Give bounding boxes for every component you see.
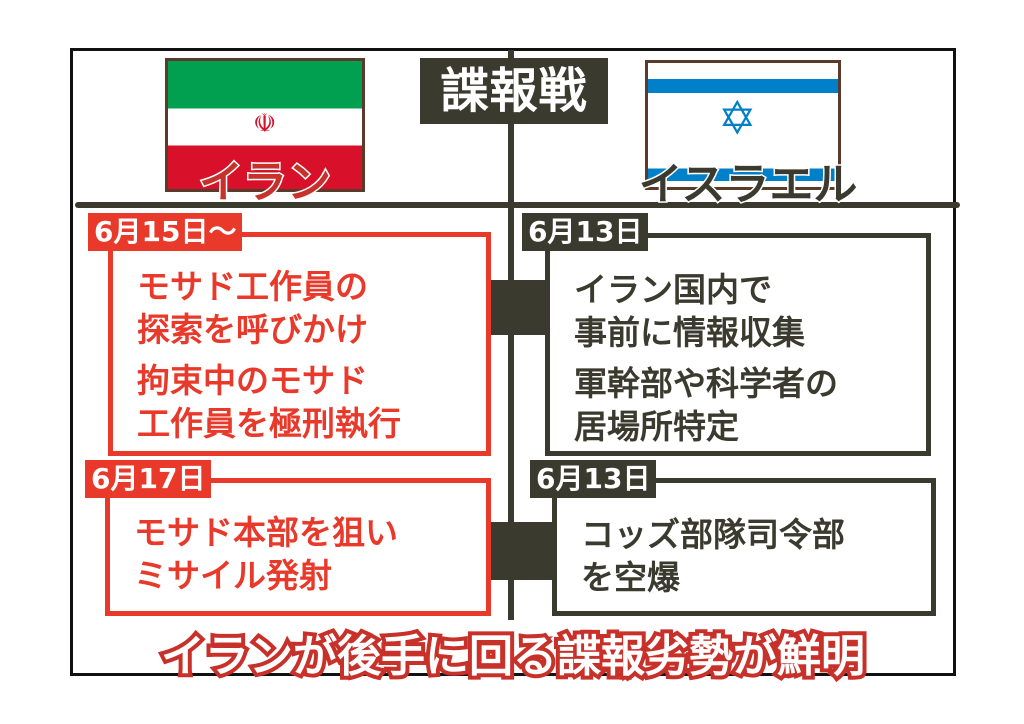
event-text: モサド工作員の xyxy=(137,267,368,306)
page-title: 諜報戦 xyxy=(420,58,608,124)
israel-event-2: コッズ部隊司令部 を空爆 xyxy=(552,478,936,616)
iran-flag: ☫ イラン xyxy=(165,58,365,210)
event-text: 工作員を極刑執行 xyxy=(137,404,401,443)
event-text: ミサイル発射 xyxy=(134,556,332,595)
event-text: 事前に情報収集 xyxy=(574,313,805,352)
date-label: 6月13日 xyxy=(530,460,657,498)
date-label: 6月17日 xyxy=(85,460,212,498)
israel-flag: ✡ イスラエル xyxy=(637,60,859,212)
event-text: 軍幹部や科学者の xyxy=(574,364,838,403)
frame xyxy=(70,48,956,676)
israel-event-1: イラン国内で 事前に情報収集 軍幹部や科学者の 居場所特定 xyxy=(545,233,931,456)
event-text: 探索を呼びかけ xyxy=(137,310,368,349)
israel-label: イスラエル xyxy=(637,158,859,212)
iran-label: イラン xyxy=(198,156,333,210)
event-text: イラン国内で xyxy=(574,270,772,309)
connector xyxy=(490,522,552,580)
horizontal-divider xyxy=(75,202,960,208)
connector xyxy=(490,280,546,335)
date-label: 6月13日 xyxy=(522,213,649,251)
star-of-david-icon: ✡ xyxy=(718,91,757,145)
iran-event-2: モサド本部を狙い ミサイル発射 xyxy=(105,478,491,616)
vertical-divider xyxy=(508,50,514,620)
iran-emblem-icon: ☫ xyxy=(253,109,277,139)
date-label: 6月15日〜 xyxy=(88,213,243,251)
event-text: を空爆 xyxy=(581,558,680,597)
event-text: コッズ部隊司令部 xyxy=(581,515,845,554)
conclusion-text: イランが後手に回る諜報劣勢が鮮明 xyxy=(157,627,869,686)
event-text: 居場所特定 xyxy=(574,407,739,446)
event-text: モサド本部を狙い xyxy=(134,513,398,552)
iran-event-1: モサド工作員の 探索を呼びかけ 拘束中のモサド 工作員を極刑執行 xyxy=(108,232,491,456)
event-text: 拘束中のモサド xyxy=(137,361,368,400)
